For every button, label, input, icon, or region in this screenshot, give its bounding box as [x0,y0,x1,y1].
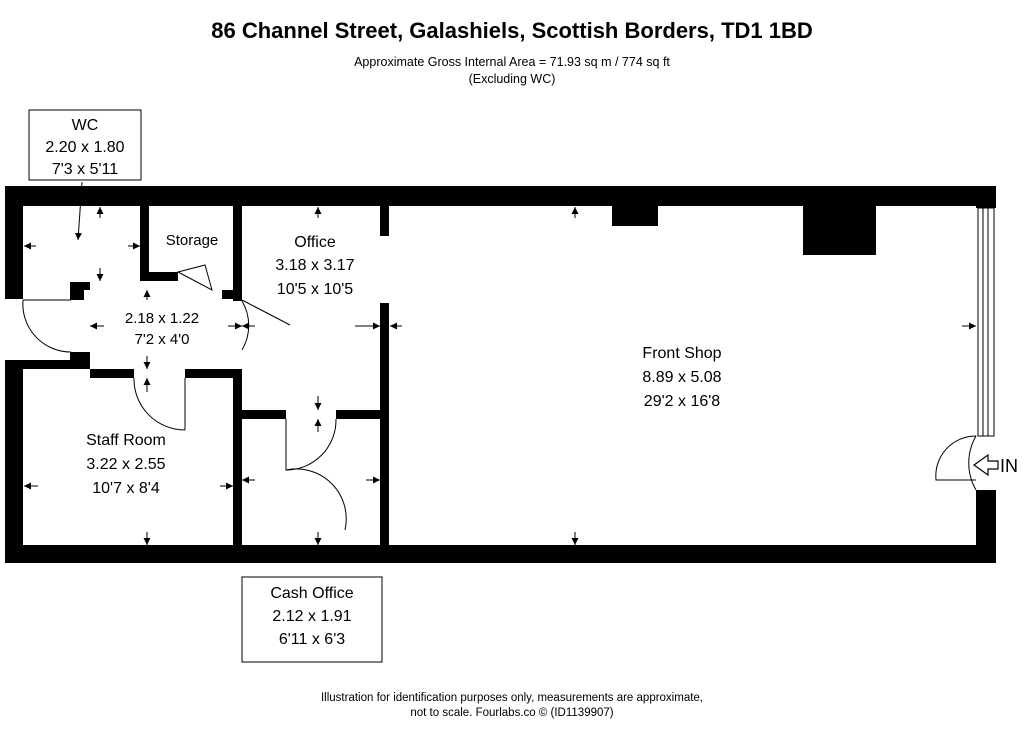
staff-room-metric: 3.22 x 2.55 [86,456,165,473]
office-name: Office [294,234,336,251]
page-title: 86 Channel Street, Galashiels, Scottish … [211,18,813,43]
cash-office-name: Cash Office [270,585,353,602]
area-line: Approximate Gross Internal Area = 71.93 … [354,55,670,69]
footer-line-2: not to scale. Fourlabs.co © (ID1139907) [410,707,614,719]
entrance-arrow-icon [972,453,999,477]
label-boxes [28,109,383,663]
wc-name: WC [72,117,99,134]
cash-office-imperial: 6'11 x 6'3 [279,631,345,648]
area-note: (Excluding WC) [468,72,556,86]
entrance-marker: IN [972,453,1018,477]
hallway-metric: 2.18 x 1.22 [125,310,199,327]
footer-line-1: Illustration for identification purposes… [320,692,704,704]
wc-metric: 2.20 x 1.80 [45,139,124,156]
staff-room-imperial: 10'7 x 8'4 [92,480,160,497]
staff-room-name: Staff Room [86,432,166,449]
entrance-label: IN [1000,456,1018,476]
storage-name: Storage [166,232,219,249]
office-imperial: 10'5 x 10'5 [277,281,353,298]
cash-office-metric: 2.12 x 1.91 [272,608,351,625]
office-metric: 3.18 x 3.17 [275,257,354,274]
wc-imperial: 7'3 x 5'11 [52,161,118,178]
hallway-imperial: 7'2 x 4'0 [135,331,190,348]
front-shop-imperial: 29'2 x 16'8 [644,393,720,410]
dimension-arrows [24,181,976,545]
room-labels: WC 2.20 x 1.80 7'3 x 5'11 Storage Office… [45,117,721,648]
door-swings [22,264,977,531]
front-shop-metric: 8.89 x 5.08 [642,369,721,386]
shop-window [977,207,995,437]
walls [5,186,996,563]
front-shop-name: Front Shop [642,345,721,362]
